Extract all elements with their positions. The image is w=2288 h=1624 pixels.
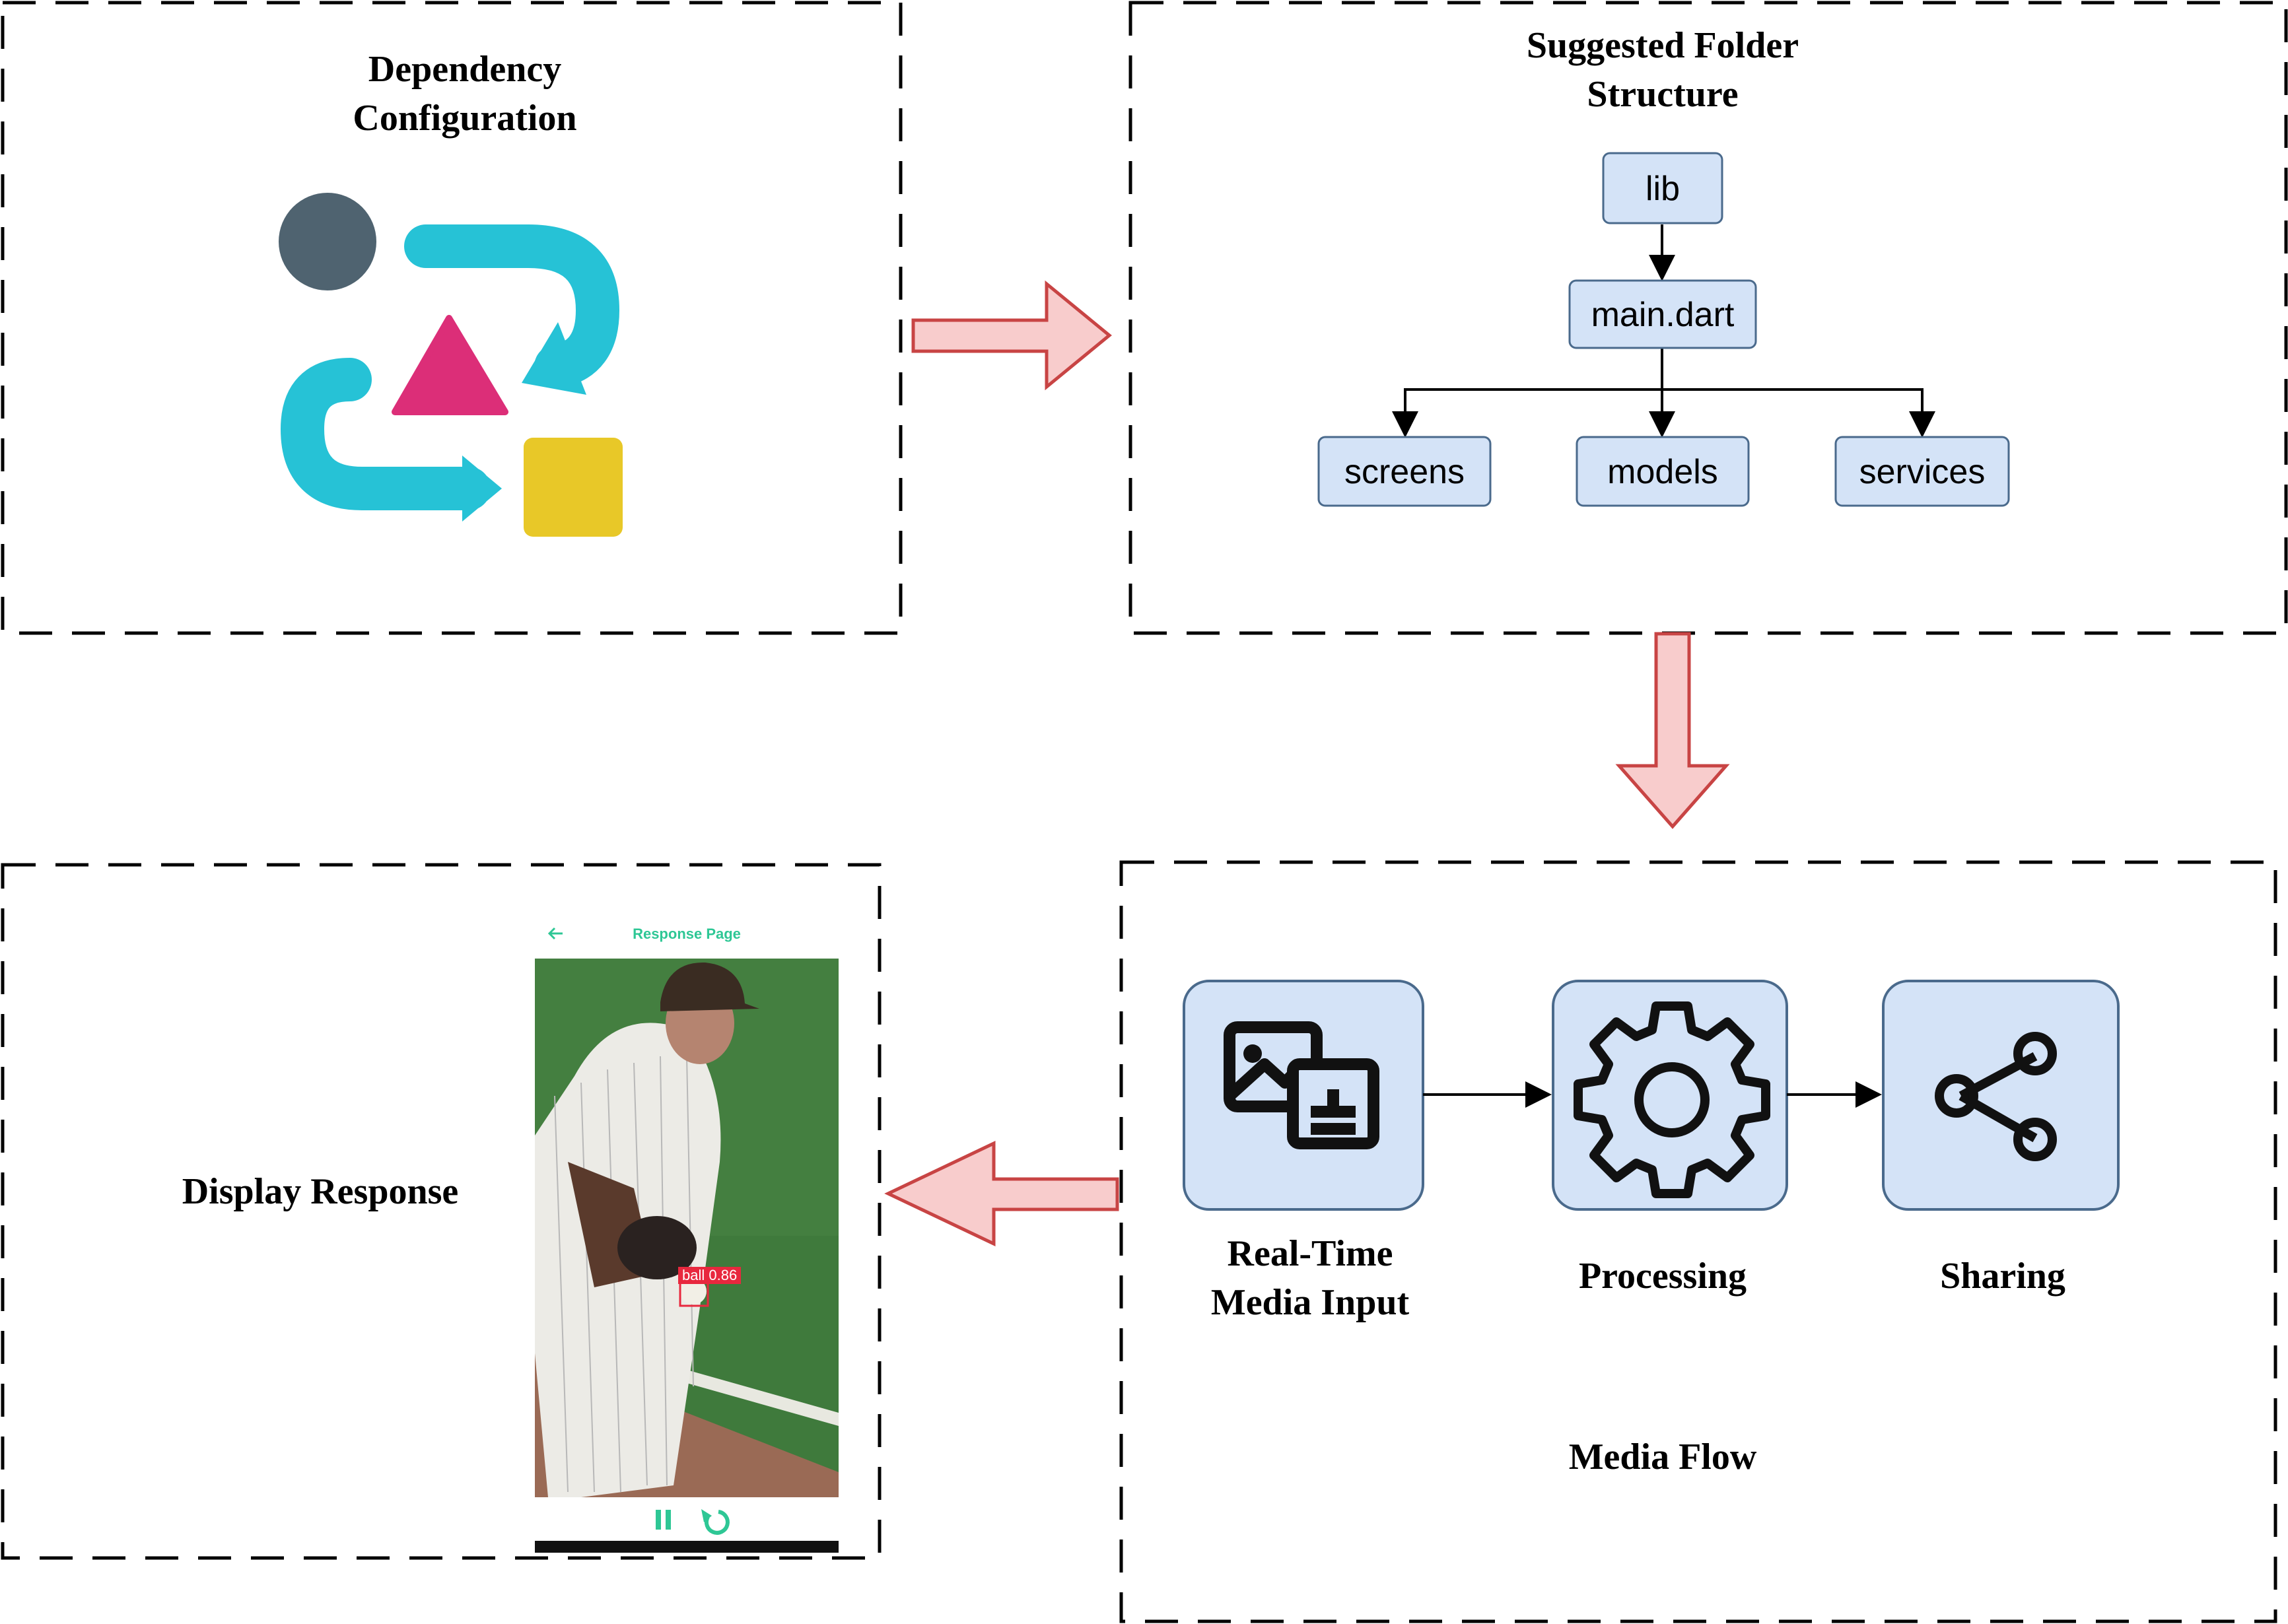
flow-arrow-down — [1615, 632, 1730, 829]
folder-node-models — [1576, 436, 1750, 507]
cyan-loop-arrowhead-bottom — [462, 456, 502, 522]
replay-icon[interactable] — [705, 1510, 730, 1535]
tree-edge-main-screens — [1392, 388, 1662, 438]
phone-bottom-bar — [535, 1541, 839, 1553]
media-step-sharing-box — [1882, 980, 2120, 1211]
arrow-left-icon[interactable] — [547, 927, 563, 940]
media-step-processing-box — [1552, 980, 1788, 1211]
media-step-input-label: Real-Time Media Input — [1112, 1229, 1508, 1327]
shapes-flow-icon — [279, 193, 623, 537]
tree-edge-main-services — [1662, 388, 1935, 438]
cyan-loop-arrow-bottom — [280, 358, 491, 510]
folder-title: Suggested Folder Structure — [1465, 21, 1861, 119]
display-title: Display Response — [182, 1171, 459, 1212]
folder-label-lib: lib — [1646, 170, 1680, 208]
folder-node-lib — [1602, 152, 1723, 224]
dependency-title: Dependency Configuration — [267, 45, 663, 143]
pause-icon[interactable] — [656, 1510, 671, 1530]
dependency-title-line1: Dependency — [368, 49, 562, 90]
gear-icon — [1574, 1001, 1770, 1198]
cyan-loop-arrowhead-top — [522, 322, 586, 395]
folder-label-services: services — [1859, 453, 1986, 491]
folder-node-screens — [1317, 436, 1492, 507]
pink-triangle-shape — [392, 315, 508, 415]
folder-title-line1: Suggested Folder — [1526, 25, 1799, 66]
phone-header-title: Response Page — [633, 926, 741, 942]
media-step-input-line1: Real-Time — [1227, 1233, 1393, 1274]
panel-dependency-border — [1, 1, 903, 635]
image-add-icon — [1224, 1021, 1379, 1149]
dependency-title-line2: Configuration — [353, 98, 577, 139]
gray-circle-shape — [279, 193, 376, 290]
glove — [617, 1216, 697, 1279]
media-flow-title: Media Flow — [1568, 1437, 1757, 1477]
folder-node-main — [1568, 279, 1757, 349]
player-cap — [660, 962, 759, 1011]
share-icon — [1935, 1032, 2057, 1161]
detection-label: ball 0.86 — [678, 1267, 742, 1284]
folder-label-main: main.dart — [1591, 296, 1735, 334]
folder-title-line2: Structure — [1587, 74, 1739, 115]
folder-label-screens: screens — [1344, 453, 1465, 491]
panel-media-border — [1119, 860, 2277, 1623]
panel-display-border — [1, 863, 882, 1560]
media-step-processing-label: Processing — [1578, 1256, 1747, 1297]
flow-arrow-right — [911, 280, 1112, 391]
cyan-loop-arrow-top — [404, 224, 620, 388]
ball — [680, 1278, 707, 1304]
folder-node-services — [1834, 436, 2010, 507]
folder-label-models: models — [1607, 453, 1718, 491]
yellow-square-shape — [524, 438, 623, 537]
media-step-sharing-label: Sharing — [1940, 1256, 2065, 1297]
media-step-input-line2: Media Input — [1210, 1282, 1410, 1323]
flow-arrow-left — [884, 1141, 1119, 1246]
phone-screenshot — [532, 922, 840, 1553]
